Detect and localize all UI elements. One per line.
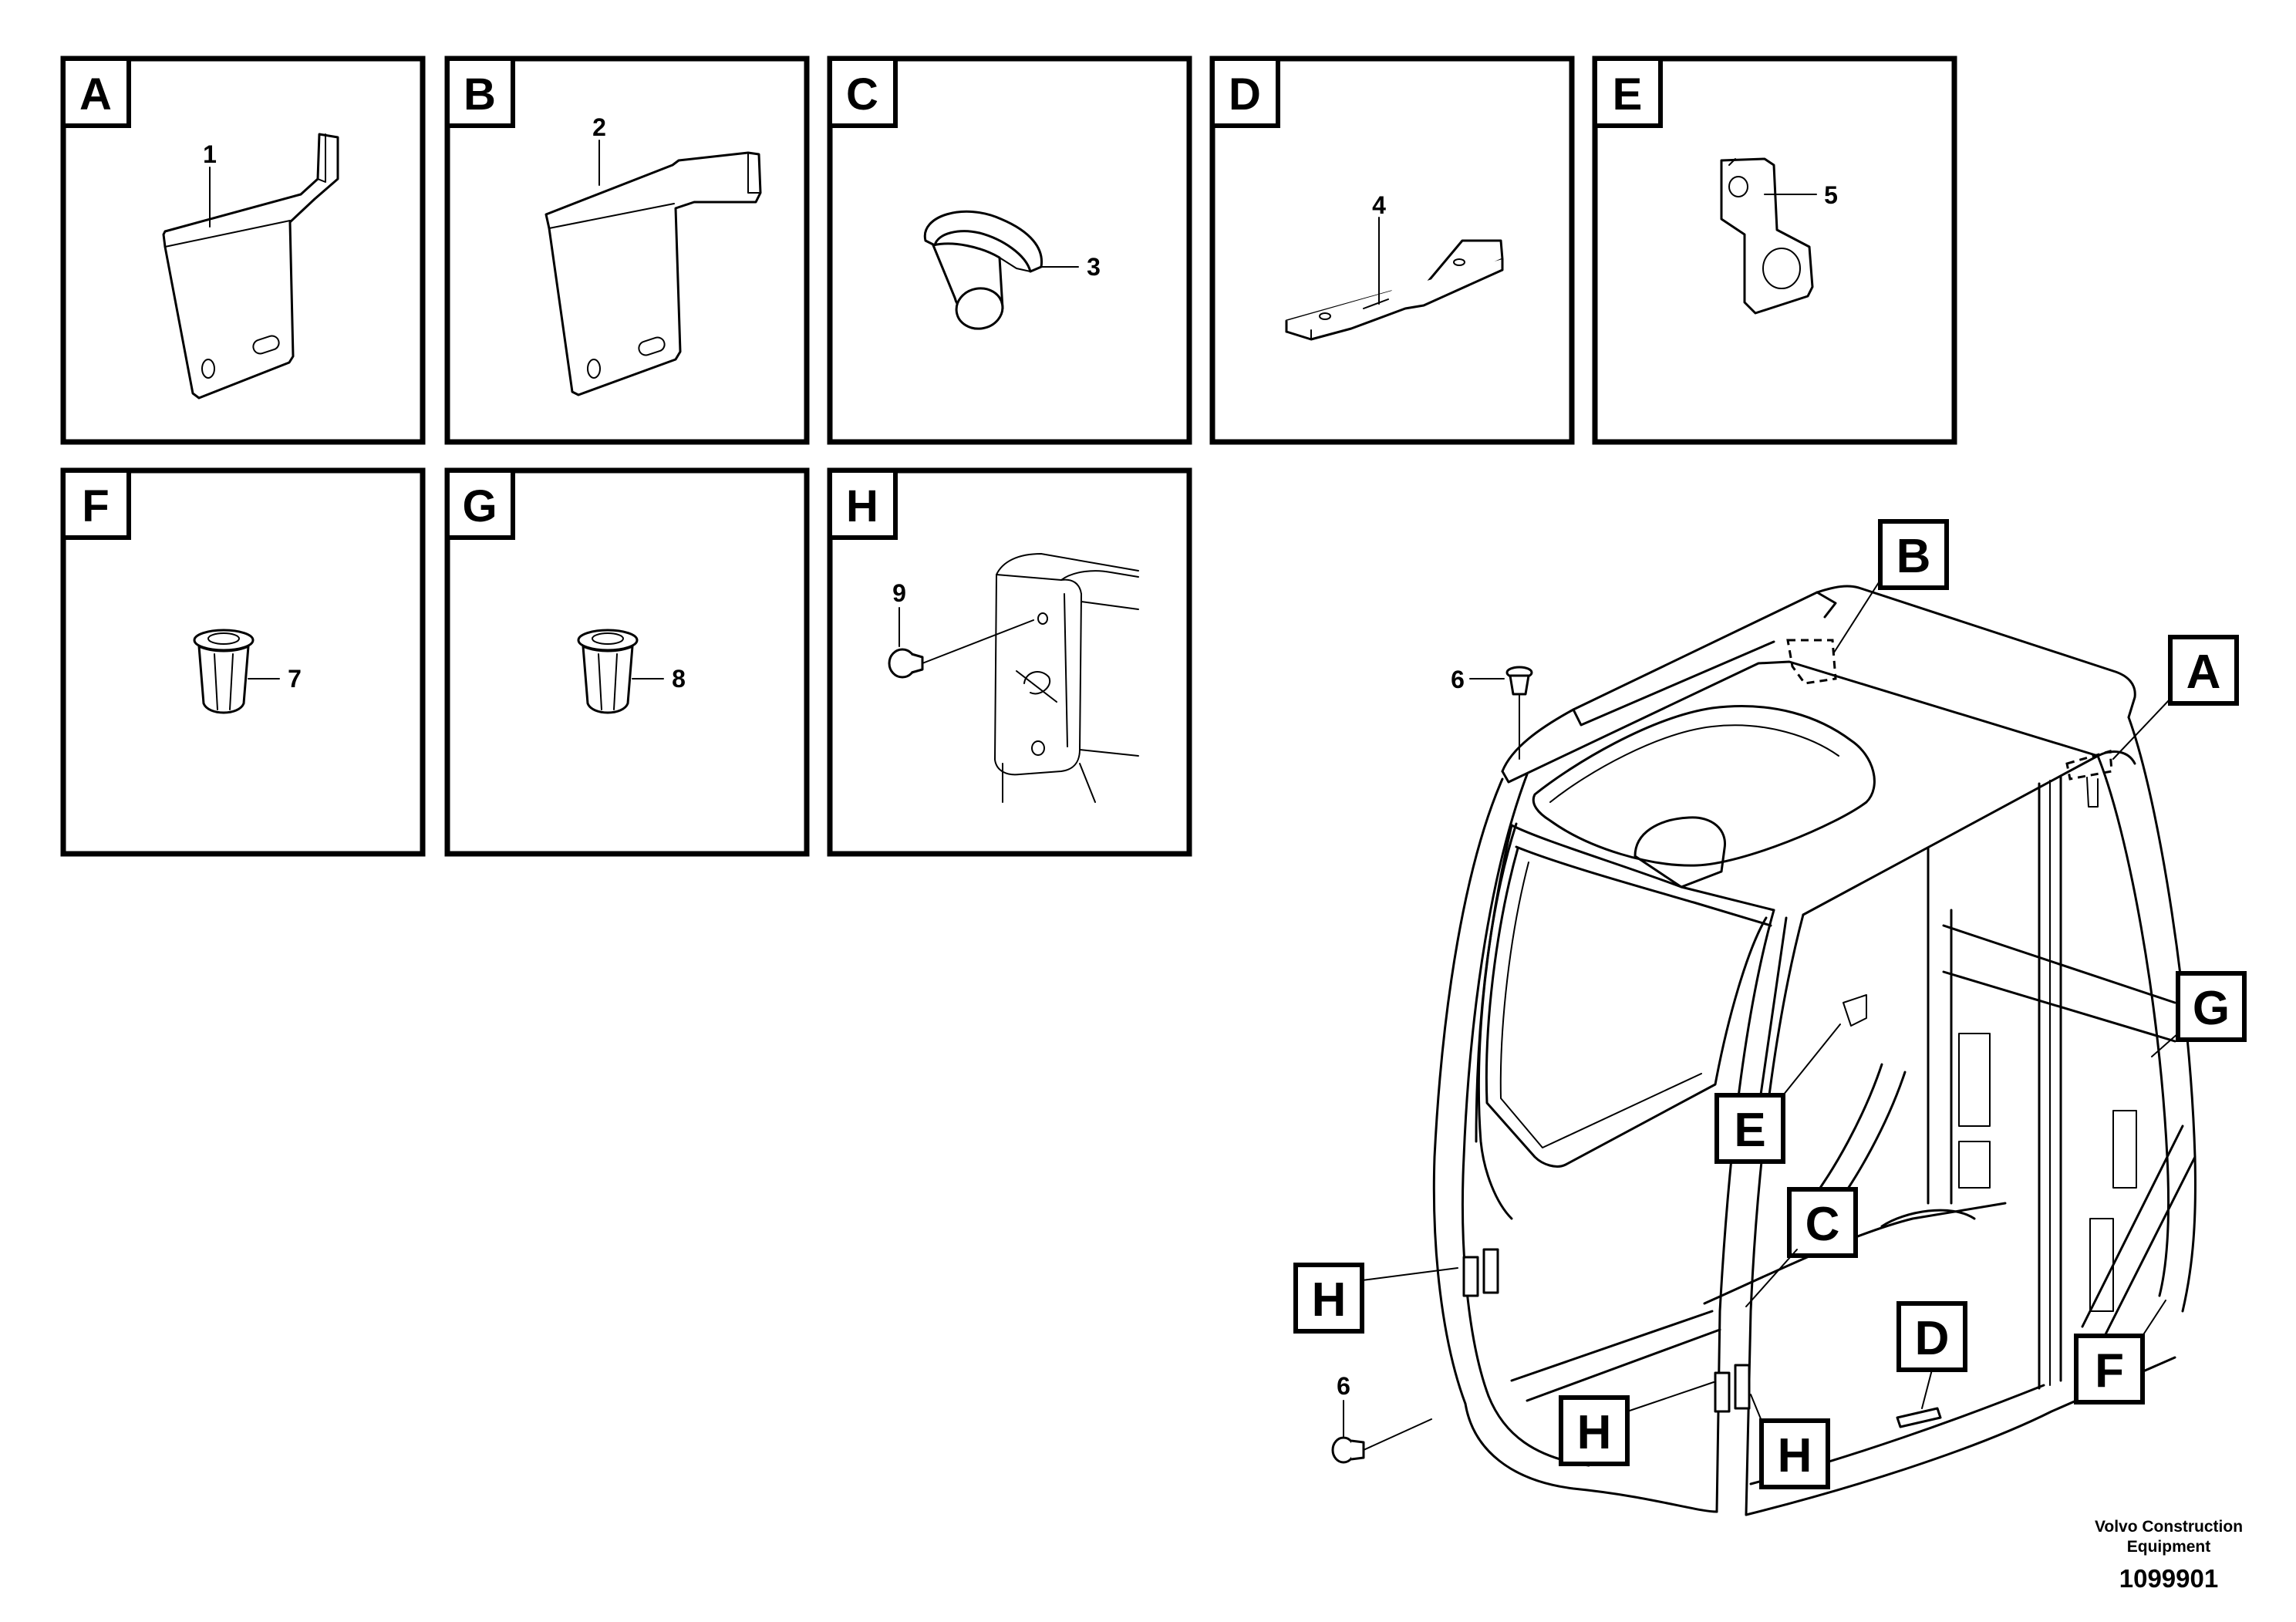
label-h1: H bbox=[1293, 1263, 1458, 1334]
panel-a: A 1 bbox=[60, 56, 426, 445]
bracket-part-2 bbox=[544, 151, 762, 396]
company-name-line1: Volvo Construction bbox=[2095, 1518, 2243, 1536]
rivet-part-6-bottom bbox=[1331, 1418, 1432, 1464]
rivet-part-6-top bbox=[1505, 666, 1533, 760]
rivet-nut-part-7 bbox=[193, 629, 255, 714]
panel-f: F 7 bbox=[60, 467, 426, 857]
cab-roof bbox=[1501, 585, 2136, 773]
panel-h-letter: H bbox=[846, 481, 878, 531]
svg-text:E: E bbox=[1734, 1104, 1765, 1157]
callout-3: 3 bbox=[1087, 253, 1101, 281]
svg-text:H: H bbox=[1577, 1406, 1612, 1459]
panel-b-letter: B bbox=[464, 69, 496, 120]
label-c: C bbox=[1745, 1187, 1858, 1307]
callout-9: 9 bbox=[892, 579, 906, 607]
panel-f-letter: F bbox=[82, 481, 109, 531]
cab-rear-right-pillar bbox=[2096, 754, 2170, 1297]
plate-part-4 bbox=[1285, 239, 1504, 341]
callout-1: 1 bbox=[203, 140, 217, 168]
panel-d-letter: D bbox=[1229, 69, 1261, 120]
bracket-part-1 bbox=[162, 133, 339, 400]
cab-assembly bbox=[1432, 585, 2197, 1516]
callout-7: 7 bbox=[288, 665, 302, 693]
label-e: E bbox=[1714, 1023, 1841, 1164]
cab-floor-frame bbox=[1464, 1402, 1718, 1513]
svg-text:B: B bbox=[1896, 530, 1931, 583]
label-b: B bbox=[1833, 519, 1949, 653]
cab-door-window bbox=[1485, 847, 1768, 1168]
plug-part-9 bbox=[888, 619, 1034, 679]
panel-d: D 4 bbox=[1209, 56, 1575, 445]
label-g: G bbox=[2151, 971, 2247, 1057]
panel-h: H 9 bbox=[827, 467, 1192, 857]
cab-sunroof bbox=[1532, 705, 1876, 867]
svg-text:G: G bbox=[2193, 982, 2230, 1035]
label-d: D bbox=[1896, 1301, 1967, 1409]
label-h2: H bbox=[1559, 1381, 1714, 1466]
pillar-detail bbox=[994, 553, 1139, 803]
company-name-line2: Equipment bbox=[2127, 1538, 2211, 1556]
callout-2: 2 bbox=[592, 113, 606, 141]
svg-text:F: F bbox=[2095, 1344, 2124, 1398]
panel-g-letter: G bbox=[462, 481, 497, 531]
callout-8: 8 bbox=[672, 665, 686, 693]
panel-g: G 8 bbox=[444, 467, 810, 857]
cab-front-left-pillar bbox=[1432, 777, 1504, 1405]
panel-c: C 3 bbox=[827, 56, 1192, 445]
svg-text:C: C bbox=[1805, 1198, 1840, 1251]
rivet-nut-part-8 bbox=[577, 629, 639, 714]
callout-4: 4 bbox=[1372, 191, 1386, 219]
label-a: A bbox=[2112, 635, 2239, 760]
svg-text:D: D bbox=[1915, 1312, 1950, 1365]
label-h3: H bbox=[1750, 1394, 1830, 1489]
callout-5: 5 bbox=[1824, 181, 1838, 209]
panel-e-letter: E bbox=[1613, 69, 1643, 120]
clamp-part-3 bbox=[923, 210, 1043, 330]
callout-6-bottom: 6 bbox=[1337, 1372, 1350, 1400]
svg-text:H: H bbox=[1312, 1273, 1347, 1327]
panel-a-letter: A bbox=[79, 69, 112, 120]
svg-text:A: A bbox=[2186, 646, 2221, 699]
svg-text:H: H bbox=[1778, 1429, 1812, 1482]
bracket-part-5 bbox=[1720, 157, 1814, 315]
label-f: F bbox=[2074, 1300, 2166, 1404]
drawing-number: 1099901 bbox=[2119, 1564, 2218, 1593]
callout-6-top: 6 bbox=[1451, 666, 1465, 693]
panel-c-letter: C bbox=[846, 69, 878, 120]
panel-e: E 5 bbox=[1592, 56, 1957, 445]
panel-b: B 2 bbox=[444, 56, 810, 445]
